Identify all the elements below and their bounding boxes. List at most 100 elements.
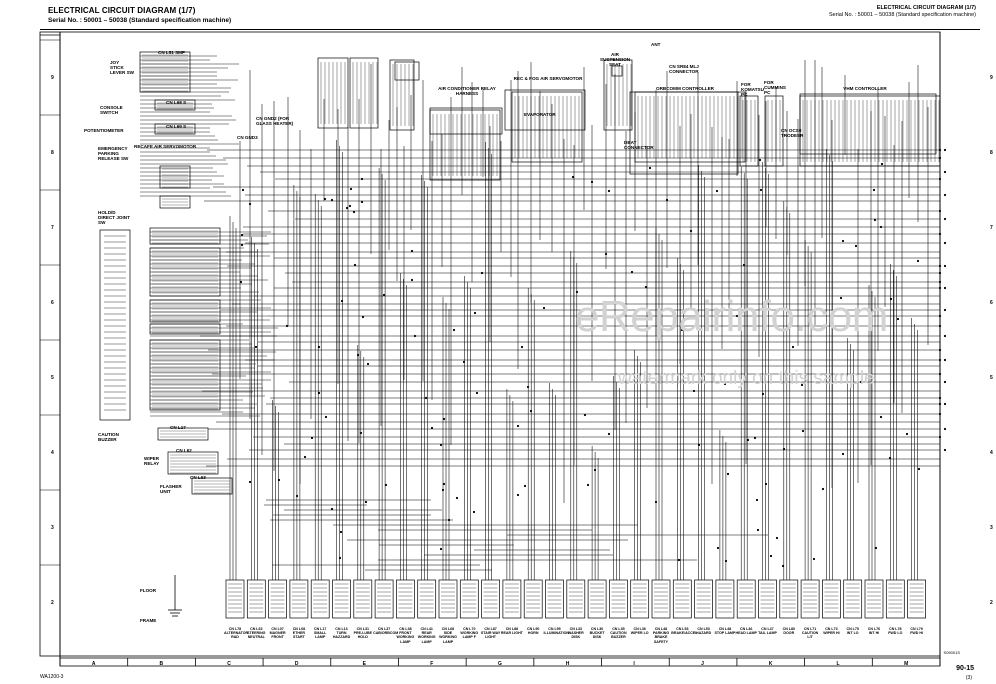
bottom-connector-code: CN L36 [633, 627, 646, 631]
grid-column-label: A [91, 661, 96, 667]
flasher-connector: CN L63 [190, 475, 206, 480]
grid-row-label: 7 [990, 224, 993, 231]
bottom-connector-code: CN L73 [825, 627, 838, 631]
bottom-connector-name: WIPER HI [823, 631, 840, 636]
serial-number: Serial No. : 50001 – 50038 (Standard spe… [48, 17, 232, 24]
grid-column-label: H [565, 661, 570, 667]
grid-row-label: 2 [990, 599, 993, 606]
bottom-connector-name: TURN HAZZARD [332, 631, 351, 640]
ant-label: ANT [651, 42, 661, 47]
bottom-connector-name: BUCKET DISK [589, 631, 605, 640]
grid-column-label: B [159, 661, 164, 667]
header-rule [40, 29, 980, 30]
bottom-connector-name: FRONT WORKING LAMP [396, 631, 415, 644]
bottom-connector-name: ILLUMINATION [543, 631, 569, 636]
vhm-connector-label: CN OCS0 TRODEER [781, 128, 804, 139]
bottom-connector-code: CN L38 [399, 627, 412, 631]
bottom-connector-code: CN L08 [292, 627, 306, 631]
bottom-connector-name: STEERING NEUTRAL [247, 631, 266, 640]
console-switch-label: CONSOLE SWITCH [100, 105, 123, 116]
air-seat-label: AIR SUSPENSION SEAT [600, 52, 631, 68]
junction-layer [239, 148, 947, 568]
connector-layer [99, 51, 941, 619]
bottom-connector-code: CN L63 [250, 627, 263, 631]
grid-row-label: 8 [990, 149, 993, 156]
grid-row-label: 5 [51, 374, 54, 381]
bottom-connector-code: CN L88 [505, 627, 519, 631]
grid-row-label: 3 [990, 524, 993, 531]
hold-sw-label: HOLD/D DIRECT JOINT SW [98, 210, 130, 226]
orbcomm-controller-label: ORBCOMM CONTROLLER [656, 86, 714, 91]
servomotor-label: REC & FOG AIR SERVOMOTOR [513, 76, 583, 81]
bottom-connector-code: CN L41 [420, 627, 433, 631]
bottom-connector-name: FWD HI [910, 631, 923, 636]
bottom-connector-code: CN L53 [676, 627, 689, 631]
cummins-pc-label: FOR CUMMINS PC [764, 80, 786, 96]
grid-marks [40, 39, 873, 666]
bottom-connector-name: INT HI [868, 631, 880, 636]
bottom-connector-code: CN L47 [761, 627, 774, 631]
bottom-connector-name: REAR WORKING LAMP [417, 631, 436, 644]
dbat-connector-label: DBAT CONNECTOR [624, 140, 654, 151]
bottom-connector-name: STOP LAMP [714, 631, 736, 636]
bottom-connector-code: CN L48 [718, 627, 732, 631]
grid-row-label: 5 [990, 374, 993, 381]
flasher-unit-label: FLASHER UNIT [160, 484, 182, 495]
caution-buzzer-label: CAUTION BUZZER [98, 432, 119, 443]
bottom-connector-code: CN L90 [526, 627, 540, 631]
grid-row-label: 4 [990, 449, 993, 456]
grid-column-label: G [498, 661, 502, 667]
bottom-connector-name: PARKING BRAKE SAFETY [652, 631, 670, 644]
watermark-site: eRepairinfo.com [575, 292, 888, 341]
grid-column-label: K [768, 661, 773, 667]
wiper-connector: CN L62 [176, 448, 192, 453]
grid-row-label: 8 [51, 149, 54, 156]
bottom-connector-name: INT LO [846, 631, 859, 636]
bottom-connector-name: DOOR [783, 631, 795, 636]
caution-connector: CN L17 [170, 425, 186, 430]
grid-row-label: 2 [51, 599, 54, 606]
bottom-connector-code: CN L31 [356, 627, 369, 631]
page-number: 90-15 [956, 665, 974, 672]
bottom-connector-code: CN L75 [846, 627, 859, 631]
bottom-connector-code: CN L68 [441, 627, 455, 631]
bottom-connector-code: CN L07 [271, 627, 284, 631]
grid-column-label: L [836, 661, 840, 667]
model-number: WA1200-3 [40, 674, 64, 680]
grid-row-label: 7 [51, 224, 54, 231]
grid-row-label: 6 [51, 299, 54, 306]
potentiometer-label: POTENTIOMETER [84, 128, 124, 133]
bottom-connector-code: CN L79 [910, 627, 923, 631]
bottom-connector-name: WORKING LAMP F [460, 631, 479, 640]
bottom-connector-code: CN L76 [867, 627, 881, 631]
bottom-connector-code: CN L33 [569, 627, 582, 631]
bottom-connector-code: CN L17 [313, 627, 327, 631]
emergency-sw-label: EMERGENCY PARKING RELEASE SW [98, 146, 129, 162]
glass-heater-label: CN GND2 (FOR GLASS HEATER) [256, 116, 294, 127]
joystick-connector: CN L51 SMP [158, 50, 186, 55]
bottom-connector-name: SIDE WORKING LAMP [439, 631, 457, 644]
page-sub: (3) [965, 675, 972, 681]
